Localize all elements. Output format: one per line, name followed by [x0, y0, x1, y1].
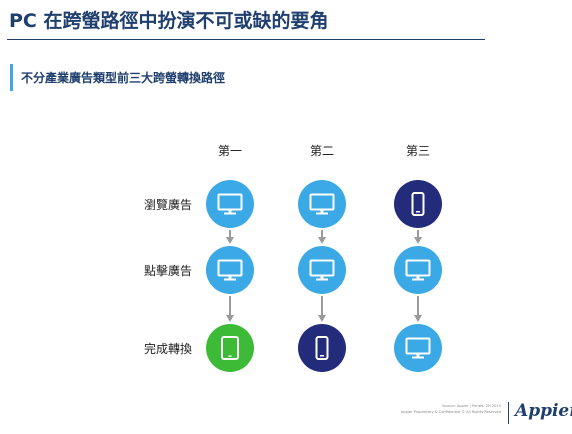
monitor-icon [405, 259, 431, 281]
path-node-r1-c3 [394, 180, 442, 228]
tablet-icon [221, 336, 239, 360]
subtitle: 不分產業廣告類型前三大跨螢轉換路徑 [21, 71, 226, 85]
column-label-2: 第二 [309, 144, 334, 158]
path-node-r2-c3 [394, 246, 442, 294]
subtitle-accent-bar [10, 64, 13, 91]
path-node-r3-c2 [298, 324, 346, 372]
footer-divider [508, 402, 509, 424]
column-label-1: 第一 [217, 144, 242, 158]
flow-arrow-icon [317, 296, 327, 322]
monitor-icon [217, 193, 243, 215]
monitor-icon [309, 193, 335, 215]
flow-arrow-icon [317, 230, 327, 244]
flow-arrow-icon [225, 230, 235, 244]
smartphone-icon [411, 192, 425, 216]
monitor-icon [217, 259, 243, 281]
title-divider [7, 39, 485, 40]
footer-copyright: Appier Proprietary & Confidential © All … [400, 410, 501, 414]
row-label-2: 點擊廣告 [143, 264, 192, 278]
path-node-r2-c1 [206, 246, 254, 294]
monitor-icon [309, 259, 335, 281]
flow-arrow-icon [413, 230, 423, 244]
flow-arrow-icon [225, 296, 235, 322]
appier-logo: Appier [515, 401, 572, 421]
path-node-r3-c3 [394, 324, 442, 372]
footer-source: Source: Appier | Period: 2H 2015 [442, 404, 501, 408]
path-node-r1-c2 [298, 180, 346, 228]
path-node-r2-c2 [298, 246, 346, 294]
path-node-r3-c1 [206, 324, 254, 372]
flow-arrow-icon [413, 296, 423, 322]
page-title: PC 在跨螢路徑中扮演不可或缺的要角 [9, 10, 329, 32]
path-node-r1-c1 [206, 180, 254, 228]
smartphone-icon [315, 336, 329, 360]
row-label-1: 瀏覽廣告 [143, 198, 192, 212]
row-label-3: 完成轉換 [143, 342, 192, 356]
monitor-icon [405, 337, 431, 359]
column-label-3: 第三 [405, 144, 430, 158]
